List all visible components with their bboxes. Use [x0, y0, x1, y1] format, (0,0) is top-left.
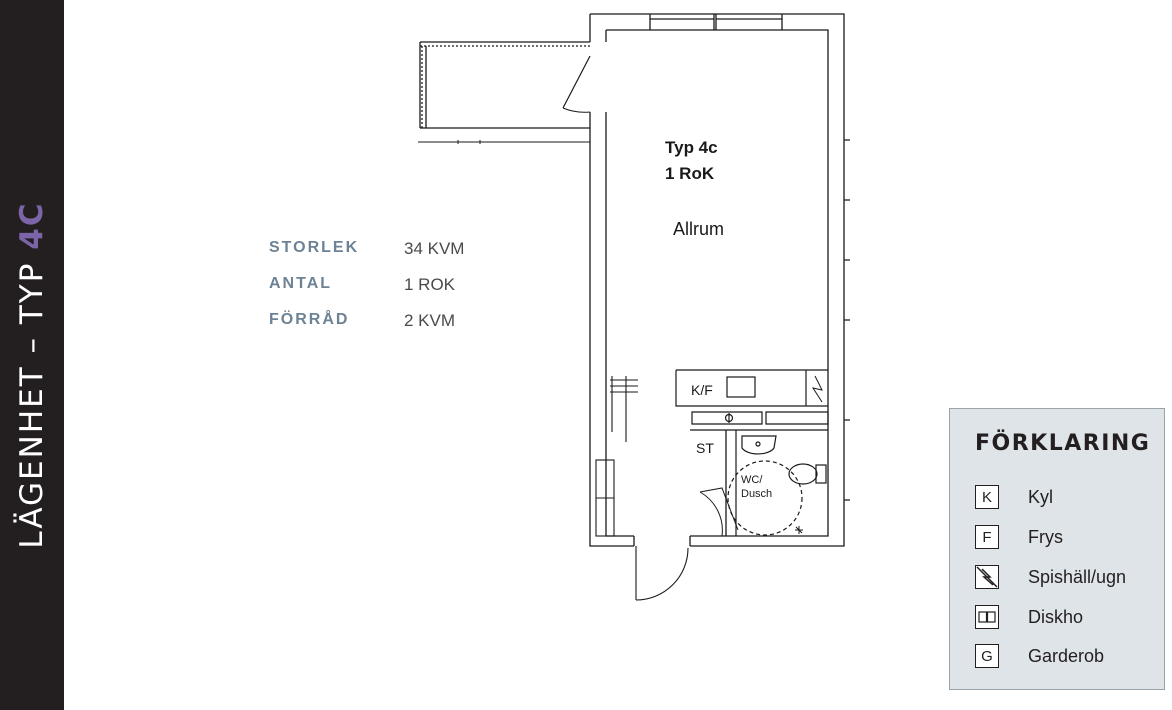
spec-label-antal: ANTAL: [269, 275, 333, 292]
legend-item-spis: Spishäll/ugn: [975, 565, 1155, 591]
legend-label-frys: Frys: [1028, 527, 1063, 547]
kyl-icon: K: [975, 485, 999, 509]
legend-label-garderob: Garderob: [1028, 646, 1105, 666]
plan-type-label: Typ 4c: [665, 138, 718, 157]
wardrobe-icon: G: [975, 644, 999, 668]
living-room-label: Allrum: [673, 219, 724, 239]
legend-item-garderob: G Garderob: [975, 644, 1155, 670]
legend-label-diskho: Diskho: [1028, 607, 1084, 627]
spec-label-forrad: FÖRRÅD: [269, 311, 350, 328]
spec-label-storlek: STORLEK: [269, 239, 360, 256]
legend-item-kyl: K Kyl: [975, 485, 1155, 511]
legend: FÖRKLARING K Kyl F Frys Spishäll/ugn Dis…: [949, 408, 1165, 690]
wc-label-line2: Dusch: [741, 488, 772, 500]
spec-value-storlek: 34 KVM: [404, 239, 465, 258]
plan-rooms-label: 1 RoK: [665, 164, 715, 183]
storage-label: ST: [696, 440, 714, 456]
hallway: [595, 376, 689, 601]
balcony: [418, 41, 591, 144]
sidebar: LÄGENHET – TYP 4C: [0, 0, 64, 710]
wc-label-line1: WC/: [741, 474, 763, 486]
stove-icon-glyph: [976, 566, 998, 588]
spec-value-forrad: 2 KVM: [404, 311, 456, 330]
legend-label-kyl: Kyl: [1028, 487, 1054, 507]
frys-icon: F: [975, 525, 999, 549]
legend-label-spis: Spishäll/ugn: [1028, 567, 1127, 587]
spec-value-antal: 1 ROK: [404, 275, 456, 294]
bathroom: [690, 429, 828, 537]
kf-label: K/F: [691, 382, 713, 398]
legend-title: FÖRKLARING: [975, 431, 1151, 456]
sink-icon: [975, 605, 999, 629]
kitchen: [675, 369, 829, 425]
sink-icon-glyph: [978, 611, 996, 623]
stove-icon: [975, 565, 999, 589]
plan-walls: [589, 13, 850, 547]
legend-item-diskho: Diskho: [975, 605, 1155, 631]
legend-item-frys: F Frys: [975, 525, 1155, 551]
